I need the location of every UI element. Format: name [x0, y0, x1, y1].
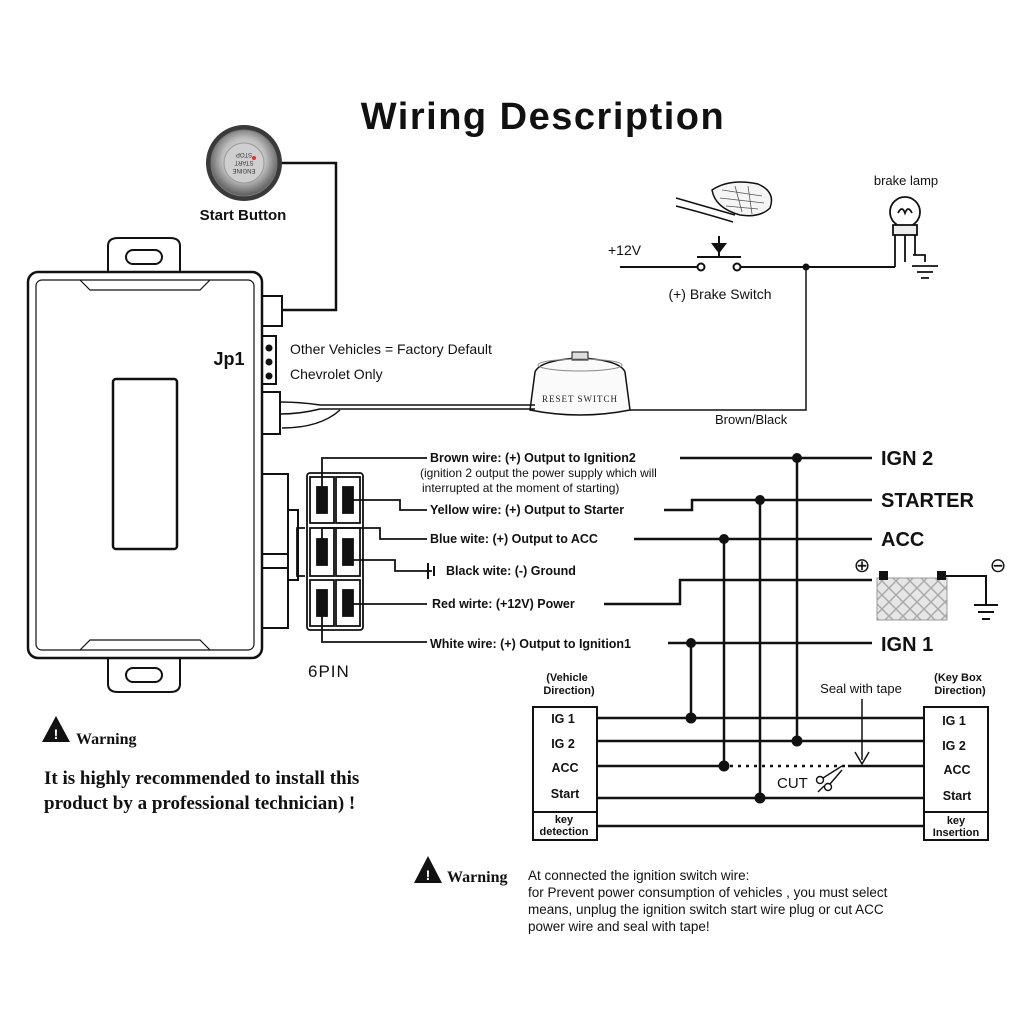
- wire-label-black: Black wite: (-) Ground: [446, 564, 576, 578]
- jumper-label: Jp1: [213, 349, 244, 369]
- warning-bottom-line: means, unplug the ignition switch start …: [528, 902, 884, 917]
- page-title: Wiring Description: [361, 96, 725, 138]
- warning-bottom-title: Warning: [447, 869, 507, 886]
- wire-label-brown: Brown wire: (+) Output to Ignition2: [430, 451, 636, 465]
- button-face-line: START: [234, 159, 253, 165]
- keybox-row: IG 2: [942, 739, 966, 753]
- target-starter: STARTER: [881, 490, 975, 512]
- brake-pedal-icon: [675, 181, 773, 223]
- reset-switch-icon: [529, 351, 631, 416]
- warning-left-title: Warning: [76, 731, 136, 748]
- battery-ground: [946, 575, 998, 620]
- vehicle-connector-box: [532, 706, 598, 841]
- battery-minus: ⊖: [990, 555, 1007, 577]
- junction-dots: [685, 453, 803, 804]
- vehicle-header: (Vehicle: [546, 672, 588, 684]
- brake-lamp-label: brake lamp: [874, 173, 938, 188]
- brake-switch-symbol: [620, 236, 895, 272]
- wire-label-yellow: Yellow wire: (+) Output to Starter: [430, 503, 624, 517]
- ignition-bus-lines: [597, 716, 924, 828]
- wire-note-line: interrupted at the moment of starting): [422, 481, 619, 495]
- reset-switch-label: RESET SWITCH: [542, 394, 618, 404]
- jumper-option-default: Other Vehicles = Factory Default: [290, 341, 492, 357]
- jumper-option-chevrolet: Chevrolet Only: [290, 366, 383, 382]
- wire-label-blue: Blue wite: (+) Output to ACC: [430, 532, 598, 546]
- ground-symbol: [427, 563, 435, 579]
- warning-icon-left: !: [42, 716, 70, 742]
- warning-bottom-line: At connected the ignition switch wire:: [528, 868, 749, 883]
- button-face-line: STOP: [236, 151, 252, 157]
- svg-text:!: !: [426, 867, 431, 883]
- keybox-connector-box: [923, 706, 989, 841]
- vehicle-header: Direction): [543, 685, 595, 697]
- vehicle-row: IG 2: [551, 737, 575, 751]
- reset-wire-color: Brown/Black: [715, 412, 788, 427]
- battery-icon: [876, 571, 948, 621]
- reset-wire: [281, 409, 740, 429]
- vehicle-footer: detection: [540, 826, 589, 838]
- vehicle-footer: key: [555, 814, 574, 826]
- warning-left-line: product by a professional technician) !: [44, 793, 355, 814]
- warning-bottom-line: for Prevent power consumption of vehicle…: [528, 885, 888, 900]
- start-button-label: Start Button: [200, 207, 287, 224]
- wire-note-line: (ignition 2 output the power supply whic…: [420, 466, 657, 480]
- keybox-row: ACC: [943, 763, 970, 777]
- control-module: [26, 237, 299, 693]
- connector-label: 6PIN: [308, 662, 350, 681]
- keybox-row: IG 1: [942, 714, 966, 728]
- jumper-pins: [265, 344, 273, 380]
- cut-label: CUT: [777, 775, 808, 792]
- keybox-footer: Insertion: [933, 827, 980, 839]
- warning-bottom-line: power wire and seal with tape!: [528, 919, 710, 934]
- six-pin-connector: [296, 472, 364, 631]
- seal-arrow: [854, 699, 870, 766]
- vehicle-row: Start: [551, 787, 580, 801]
- svg-text:!: !: [54, 726, 59, 742]
- target-ign1: IGN 1: [881, 634, 933, 656]
- keybox-footer: key: [947, 815, 966, 827]
- warning-left-line: It is highly recommended to install this: [44, 768, 359, 789]
- brake-lamp-icon: [889, 196, 938, 279]
- start-button-wire: [282, 161, 338, 312]
- warning-icon-bottom: !: [414, 856, 442, 883]
- target-acc: ACC: [881, 529, 924, 551]
- output-wires: [604, 456, 872, 798]
- wire-label-red: Red wirte: (+12V) Power: [432, 597, 575, 611]
- keybox-header: Direction): [934, 685, 986, 697]
- scissors-icon: [815, 765, 843, 793]
- button-face-line: ENGINE: [232, 167, 255, 173]
- keybox-row: Start: [943, 789, 972, 803]
- target-ign2: IGN 2: [881, 448, 933, 470]
- connector-leads: [321, 457, 432, 643]
- seal-label: Seal with tape: [820, 681, 902, 696]
- vehicle-row: IG 1: [551, 712, 575, 726]
- wire-label-white: White wire: (+) Output to Ignition1: [430, 637, 631, 651]
- keybox-header: (Key Box: [934, 672, 983, 684]
- brake-switch-label: (+) Brake Switch: [668, 286, 771, 302]
- vehicle-row: ACC: [551, 761, 578, 775]
- battery-plus: ⊕: [854, 555, 871, 577]
- brake-supply-label: +12V: [608, 242, 642, 258]
- start-button-icon: ENGINE START STOP: [206, 125, 282, 201]
